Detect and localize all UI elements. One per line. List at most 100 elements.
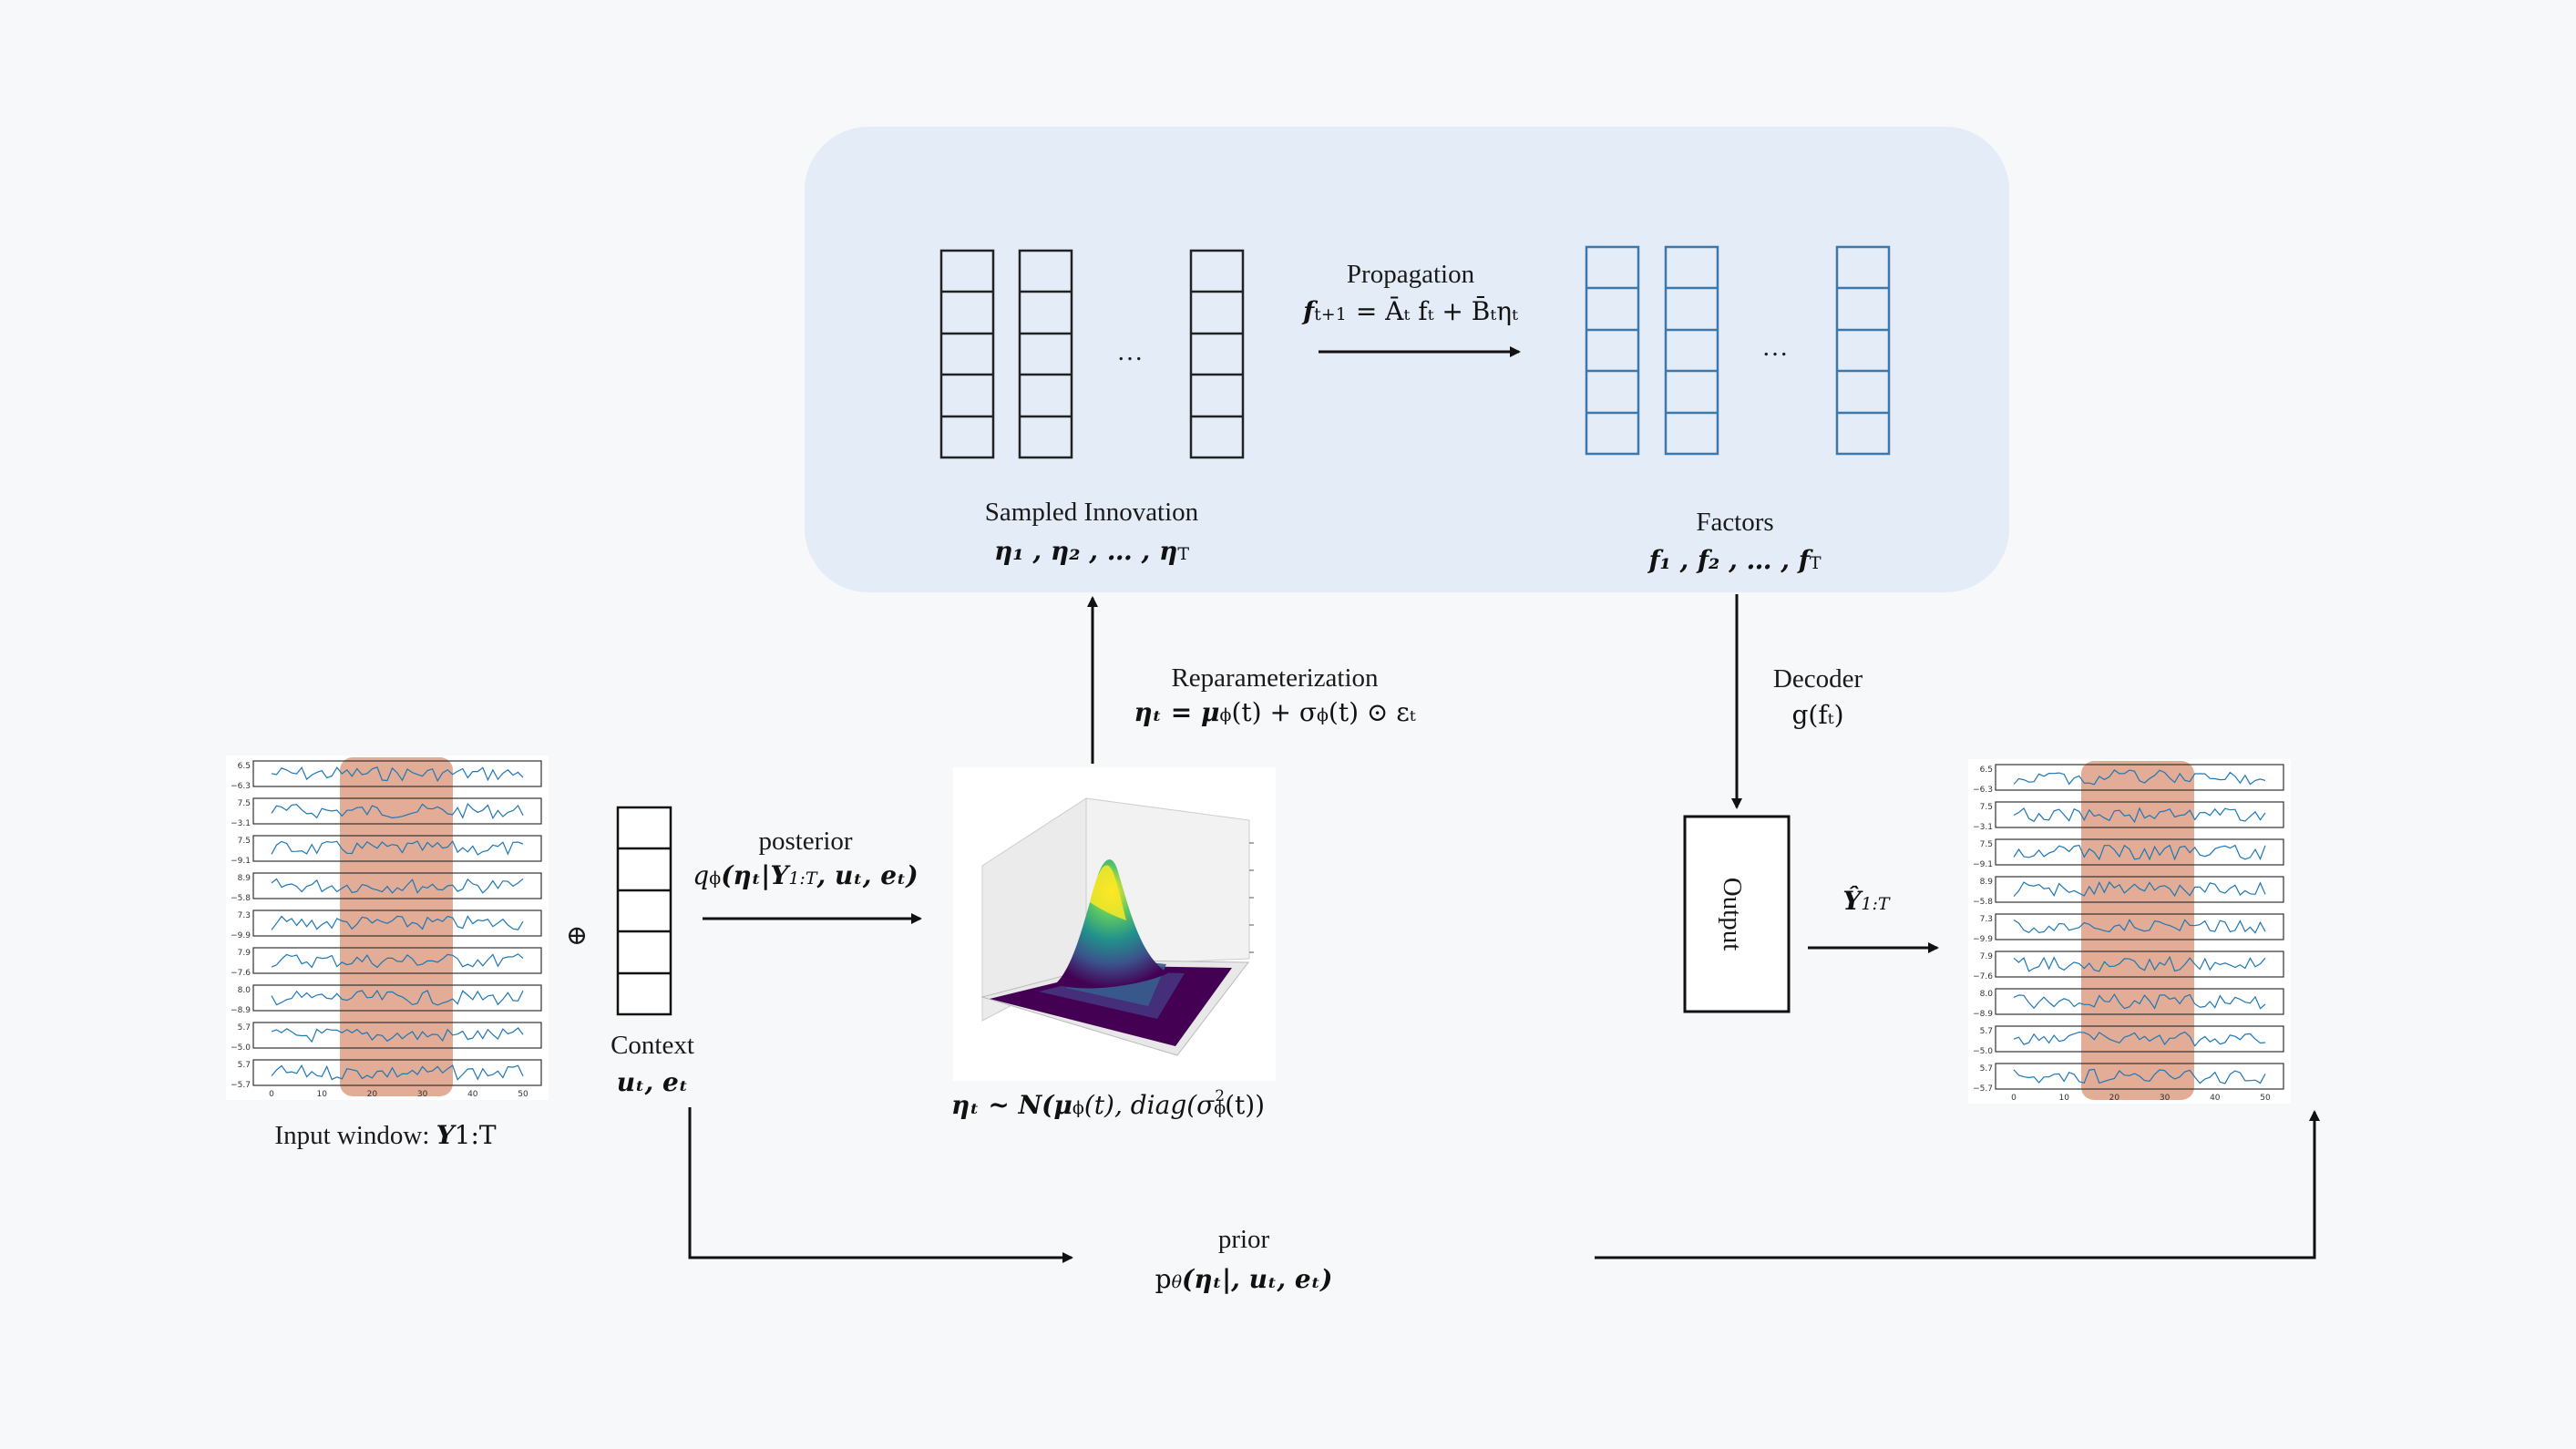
y-tick-label: −9.1 <box>231 857 251 866</box>
y-tick-label: 5.7 <box>238 1061 251 1070</box>
series-line <box>271 915 524 930</box>
factor-column-1 <box>1585 245 1640 456</box>
series-row <box>1995 1025 2284 1053</box>
y-tick-label: −5.0 <box>1973 1047 1993 1056</box>
distribution-surface-plot <box>953 767 1276 1081</box>
y-tick-label: 7.3 <box>1980 915 1993 924</box>
reparam-equation: ηₜ = μϕ(t) + σϕ(t) ⊙ εₜ <box>1134 697 1415 727</box>
y-tick-label: 6.5 <box>238 762 251 771</box>
series-row <box>252 797 542 825</box>
decoder-title: Decoder <box>1773 664 1863 694</box>
x-tick-label: 30 <box>417 1090 428 1099</box>
series-row <box>1995 838 2284 866</box>
factors-title: Factors <box>1696 508 1773 537</box>
y-tick-label: −5.7 <box>1973 1084 1993 1094</box>
series-row <box>1995 1063 2284 1090</box>
prior-equation: pθ(ηₜ|, uₜ, eₜ) <box>1155 1264 1333 1294</box>
output-label: Output <box>1718 878 1747 951</box>
posterior-title: posterior <box>758 827 852 856</box>
y-tick-label: 7.5 <box>1980 803 1993 812</box>
series-row <box>1995 988 2284 1015</box>
posterior-equation: qϕ(ηₜ|Y1:T, uₜ, eₜ) <box>693 860 918 890</box>
series-line <box>271 1064 524 1081</box>
series-line <box>2013 880 2266 898</box>
propagation-title: Propagation <box>1347 260 1475 289</box>
x-tick-label: 50 <box>518 1090 529 1099</box>
x-tick-label: 0 <box>2011 1094 2017 1103</box>
series-row <box>252 1059 542 1086</box>
context-column <box>616 806 672 1016</box>
y-tick-label: 7.9 <box>238 949 251 958</box>
context-title: Context <box>611 1031 694 1060</box>
y-tick-label: −8.9 <box>1973 1010 1993 1019</box>
x-tick-label: 20 <box>2109 1094 2120 1103</box>
y-tick-label: 7.5 <box>1980 840 1993 849</box>
series-line <box>271 953 524 969</box>
series-row <box>1995 876 2284 903</box>
prior-path-left <box>688 1107 1073 1263</box>
series-row <box>252 909 542 937</box>
series-line <box>271 766 524 783</box>
x-tick-label: 20 <box>367 1090 378 1099</box>
y-tick-label: 8.9 <box>238 874 251 883</box>
factors-sequence: f₁ , f₂ , … , fT <box>1647 545 1821 575</box>
series-line <box>2013 955 2266 972</box>
y-tick-label: −9.9 <box>1973 935 1993 944</box>
x-tick-label: 10 <box>2058 1094 2069 1103</box>
y-tick-label: 8.0 <box>238 986 251 995</box>
innovation-column-1 <box>939 249 995 459</box>
series-row <box>252 760 542 787</box>
y-tick-label: 8.0 <box>1980 990 1994 999</box>
series-line <box>2013 1068 2266 1084</box>
y-tick-label: −6.3 <box>231 782 251 791</box>
y-tick-label: 5.7 <box>238 1023 251 1033</box>
innovation-title: Sampled Innovation <box>985 498 1199 527</box>
y-tick-label: −7.6 <box>231 969 251 978</box>
factor-columns <box>1585 245 1891 456</box>
series-line <box>2013 919 2266 934</box>
series-row <box>252 835 542 862</box>
y-tick-label: 8.9 <box>1980 878 1994 887</box>
y-tick-label: −5.8 <box>231 894 251 903</box>
y-tick-label: −3.1 <box>1973 823 1993 832</box>
series-line <box>2013 992 2266 1010</box>
series-line <box>271 1027 524 1043</box>
series-line <box>2013 844 2266 861</box>
innovation-columns <box>939 249 1245 459</box>
innovation-column-2 <box>1018 249 1073 459</box>
y-tick-label: −9.9 <box>231 931 251 940</box>
y-tick-label: −5.8 <box>1973 898 1993 907</box>
y-tick-label: −6.3 <box>1973 786 1993 795</box>
y-tick-label: −5.7 <box>231 1081 251 1090</box>
output-box <box>1683 815 1791 1013</box>
series-row <box>252 1022 542 1049</box>
y-tick-label: 7.5 <box>238 837 251 846</box>
innovation-column-T <box>1189 249 1245 459</box>
propagation-equation: ft+1= Āₜ fₜ + B̄ₜηₜ <box>1301 295 1518 326</box>
series-line <box>271 990 524 1006</box>
factor-column-2 <box>1664 245 1719 456</box>
x-tick-label: 0 <box>269 1090 274 1099</box>
y-tick-label: 7.3 <box>238 911 251 920</box>
series-row <box>252 984 542 1012</box>
latent-panel <box>805 127 2009 592</box>
series-row <box>252 872 542 899</box>
series-line <box>2013 769 2266 786</box>
y-tick-label: −9.1 <box>1973 860 1993 869</box>
y-tick-label: −8.9 <box>231 1006 251 1015</box>
series-row <box>1995 801 2284 828</box>
y-tick-label: 6.5 <box>1980 766 1993 775</box>
x-tick-label: 30 <box>2160 1094 2171 1103</box>
y-tick-label: 7.5 <box>238 799 251 808</box>
y-tick-label: 7.9 <box>1980 952 1994 961</box>
context-vars: uₜ, eₜ <box>617 1067 688 1097</box>
series-row <box>1995 951 2284 978</box>
input-timeseries-panel: 6.5−6.37.5−3.17.5−9.18.9−5.87.3−9.97.9−7… <box>226 755 549 1100</box>
series-row <box>1995 913 2284 940</box>
forecast-timeseries-panel: 6.5−6.37.5−3.17.5−9.18.9−5.87.3−9.97.9−7… <box>1968 759 2291 1104</box>
x-tick-label: 50 <box>2260 1094 2271 1103</box>
concat-operator: ⊕ <box>566 921 588 951</box>
x-tick-label: 40 <box>2210 1094 2221 1103</box>
series-line <box>2013 1031 2266 1047</box>
